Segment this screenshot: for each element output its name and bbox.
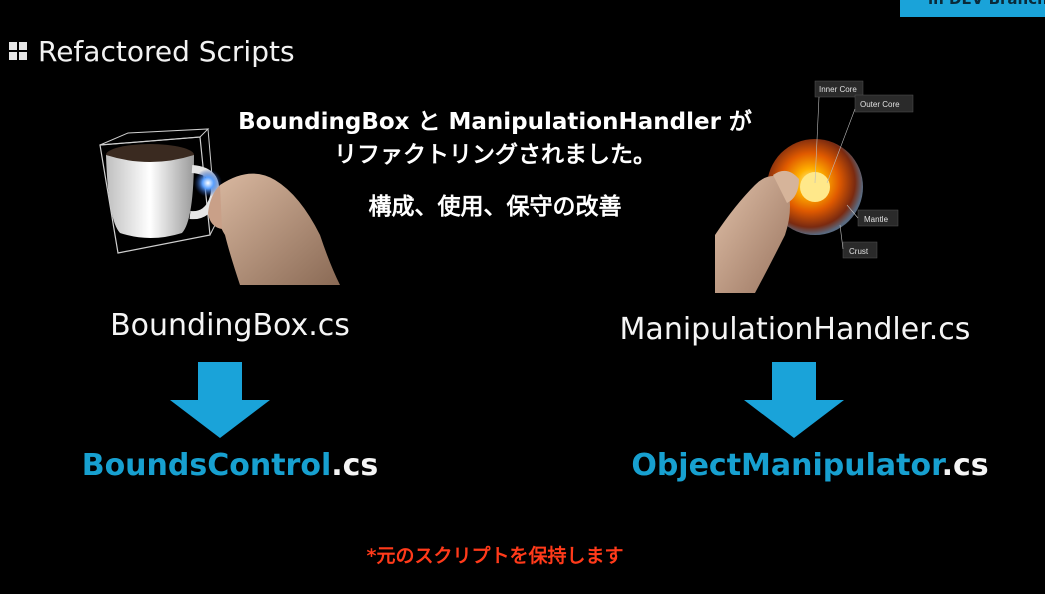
inner-core-label: Inner Core [819,85,857,94]
outer-core-label: Outer Core [860,100,900,109]
old-script-bounding-box: BoundingBox.cs [110,308,350,343]
new-script-object-manipulator: ObjectManipulator.cs [600,448,1020,483]
windows-logo-icon [9,42,27,60]
old-script-manipulation-handler: ManipulationHandler.cs [619,312,971,347]
object-manipulator-name: ObjectManipulator [631,448,942,483]
bounds-control-name: BoundsControl [81,448,332,483]
mantle-label: Mantle [864,215,889,224]
down-arrow-icon [170,362,270,438]
branch-badge-text: in DEV Branch [928,0,1045,8]
crust-label: Crust [849,247,869,256]
description-line-2: リファクトリングされました。 [334,142,656,168]
down-arrow-icon [744,362,844,438]
mug-bounding-box-image [99,128,340,285]
branch-badge: in DEV Branch [900,0,1045,17]
footnote: *元のスクリプトを保持します [366,545,624,567]
earth-cross-section-image: Inner Core Outer Core Mantle Crust [715,80,914,293]
description-line-3: 構成、使用、保守の改善 [368,194,622,220]
slide-header: Refactored Scripts [9,34,295,68]
new-script-bounds-control: BoundsControl.cs [40,448,420,483]
slide-title: Refactored Scripts [38,34,295,68]
description-line-1: BoundingBox と ManipulationHandler が [238,109,752,135]
bounds-control-extension: .cs [331,448,379,483]
object-manipulator-extension: .cs [941,448,989,483]
